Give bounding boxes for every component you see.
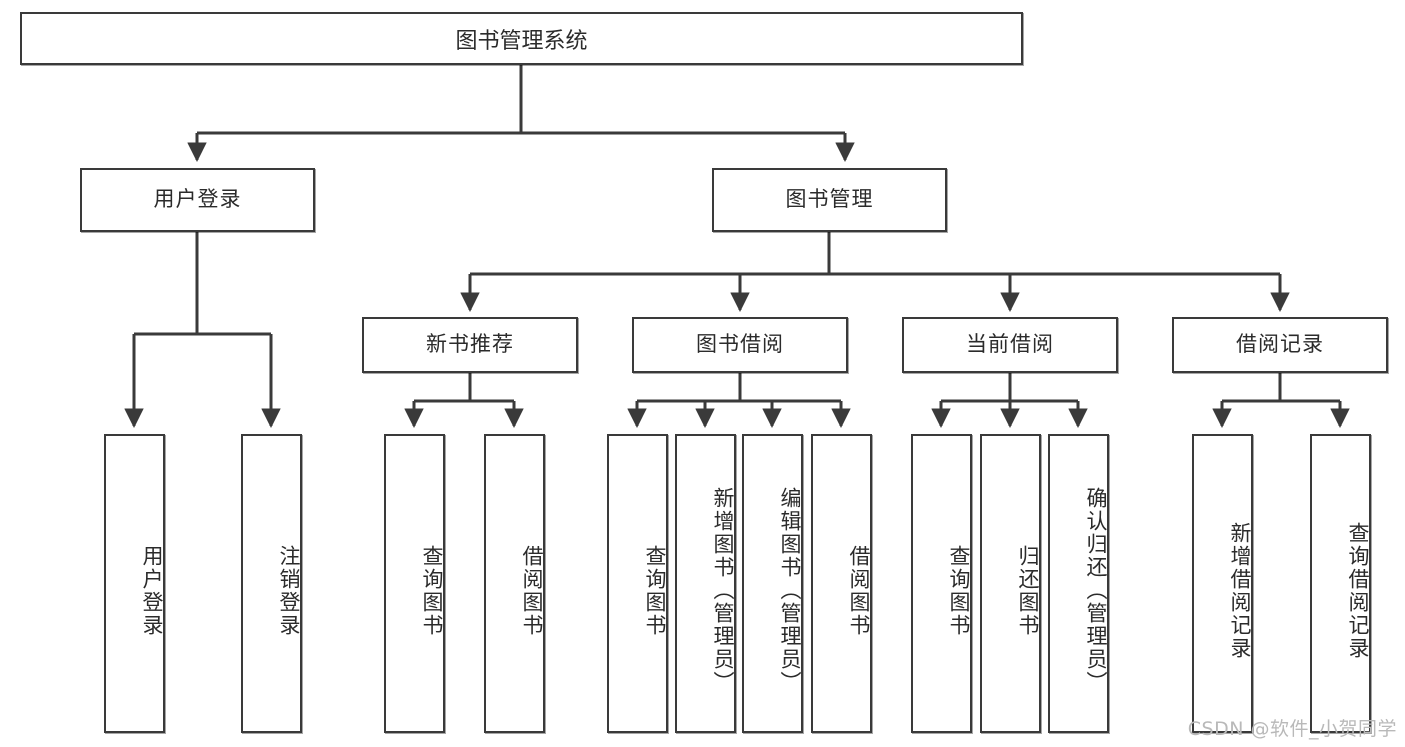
- leaf-add-borrow-record[interactable]: 新增借阅记录: [1192, 434, 1253, 733]
- node-label: 图书借阅: [696, 332, 784, 357]
- leaf-confirm-return-admin[interactable]: 确认归还（管理员）: [1048, 434, 1109, 733]
- leaf-user-login[interactable]: 用户登录: [104, 434, 165, 733]
- node-label: 用户登录: [153, 187, 242, 212]
- node-borrow-records[interactable]: 借阅记录: [1172, 317, 1388, 373]
- node-label: 编辑图书（管理员）: [778, 487, 802, 694]
- node-current-borrow[interactable]: 当前借阅: [902, 317, 1118, 373]
- leaf-query-book-borrow[interactable]: 查询图书: [607, 434, 668, 733]
- node-label: 新书推荐: [426, 332, 514, 357]
- leaf-add-book-admin[interactable]: 新增图书（管理员）: [675, 434, 736, 733]
- node-user-login[interactable]: 用户登录: [80, 168, 315, 232]
- leaf-query-book-current[interactable]: 查询图书: [911, 434, 972, 733]
- leaf-query-borrow-record[interactable]: 查询借阅记录: [1310, 434, 1371, 733]
- leaf-return-book[interactable]: 归还图书: [980, 434, 1041, 733]
- node-label: 查询图书: [420, 544, 444, 637]
- leaf-borrow-book-recommend[interactable]: 借阅图书: [484, 434, 545, 733]
- node-label: 注销登录: [277, 544, 301, 637]
- node-label: 归还图书: [1016, 544, 1040, 637]
- leaf-query-book-recommend[interactable]: 查询图书: [384, 434, 445, 733]
- node-root-system[interactable]: 图书管理系统: [20, 12, 1023, 65]
- node-book-management[interactable]: 图书管理: [712, 168, 947, 232]
- leaf-edit-book-admin[interactable]: 编辑图书（管理员）: [742, 434, 803, 733]
- node-label: 当前借阅: [966, 332, 1054, 357]
- node-label: 借阅记录: [1236, 332, 1324, 357]
- node-label: 借阅图书: [847, 544, 871, 637]
- node-label: 查询图书: [643, 544, 667, 637]
- node-label: 确认归还（管理员）: [1084, 487, 1108, 694]
- node-label: 图书管理系统: [455, 28, 588, 54]
- node-book-borrow[interactable]: 图书借阅: [632, 317, 848, 373]
- watermark-text: CSDN @软件_小贺同学: [1187, 718, 1397, 740]
- node-new-book-recommend[interactable]: 新书推荐: [362, 317, 578, 373]
- node-label: 查询图书: [947, 544, 971, 637]
- leaf-logout[interactable]: 注销登录: [241, 434, 302, 733]
- node-label: 借阅图书: [520, 544, 544, 637]
- node-label: 新增借阅记录: [1228, 521, 1252, 660]
- node-label: 查询借阅记录: [1346, 521, 1370, 660]
- leaf-borrow-book[interactable]: 借阅图书: [811, 434, 872, 733]
- node-label: 图书管理: [785, 187, 874, 212]
- node-label: 用户登录: [140, 544, 164, 637]
- node-label: 新增图书（管理员）: [711, 487, 735, 694]
